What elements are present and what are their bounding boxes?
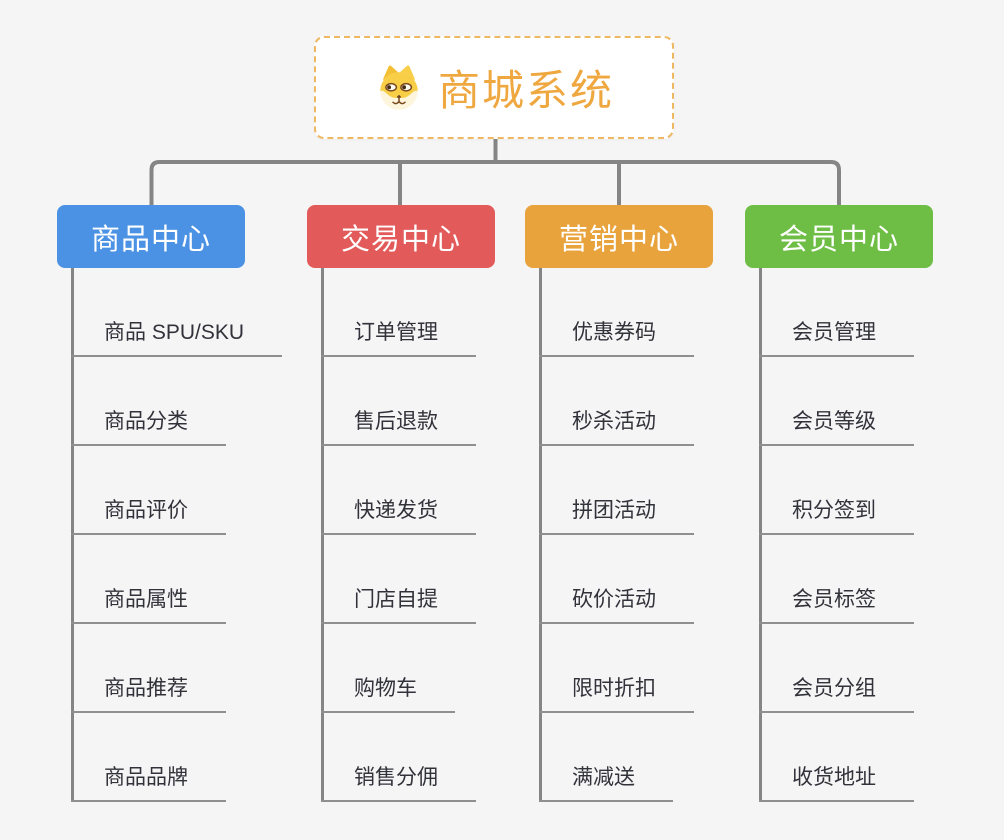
- root-title: 商城系统: [437, 67, 614, 114]
- tree-node[interactable]: 商品 SPU/SKU: [71, 318, 283, 357]
- tree-node[interactable]: 优惠券码: [539, 318, 694, 357]
- branch-marketing-center: 营销中心 优惠券码 秒杀活动 拼团活动 砍价活动 限时折扣 满减送: [525, 205, 785, 802]
- tree-node[interactable]: 会员等级: [759, 407, 914, 446]
- tree-node[interactable]: 会员标签: [759, 585, 914, 624]
- branch-spine: [759, 268, 762, 802]
- tree-node[interactable]: 拼团活动: [539, 496, 694, 535]
- tree-node[interactable]: 购物车: [321, 674, 455, 713]
- tree-node[interactable]: 积分签到: [759, 496, 914, 535]
- branch-header-product[interactable]: 商品中心: [57, 205, 245, 268]
- tree-node[interactable]: 商品分类: [71, 407, 226, 446]
- branch-product-center: 商品中心 商品 SPU/SKU 商品分类 商品评价 商品属性 商品推荐 商品品牌: [57, 205, 317, 802]
- tree-node[interactable]: 快递发货: [321, 496, 476, 535]
- tree-node[interactable]: 限时折扣: [539, 674, 694, 713]
- tree-node[interactable]: 商品属性: [71, 585, 226, 624]
- tree-node[interactable]: 收货地址: [759, 763, 914, 802]
- branch-spine: [539, 268, 542, 802]
- tree-node[interactable]: 门店自提: [321, 585, 476, 624]
- tree-node[interactable]: 商品推荐: [71, 674, 226, 713]
- tree-node[interactable]: 销售分佣: [321, 763, 476, 802]
- tree-node[interactable]: 砍价活动: [539, 585, 694, 624]
- branch-trade-center: 交易中心 订单管理 售后退款 快递发货 门店自提 购物车 销售分佣: [307, 205, 567, 802]
- tree-node[interactable]: 会员管理: [759, 318, 914, 357]
- branch-header-trade[interactable]: 交易中心: [307, 205, 495, 268]
- branch-header-member[interactable]: 会员中心: [745, 205, 933, 268]
- tree-node[interactable]: 售后退款: [321, 407, 476, 446]
- branch-spine: [71, 268, 74, 802]
- branch-member-center: 会员中心 会员管理 会员等级 积分签到 会员标签 会员分组 收货地址: [745, 205, 1004, 802]
- branch-spine: [321, 268, 324, 802]
- tree-node[interactable]: 商品评价: [71, 496, 226, 535]
- tree-node[interactable]: 订单管理: [321, 318, 476, 357]
- tree-node[interactable]: 秒杀活动: [539, 407, 694, 446]
- tree-node[interactable]: 商品品牌: [71, 763, 226, 802]
- branch-header-marketing[interactable]: 营销中心: [525, 205, 713, 268]
- tree-node[interactable]: 满减送: [539, 763, 673, 802]
- doge-icon: [380, 65, 418, 110]
- root-node[interactable]: 商城系统: [314, 36, 674, 139]
- tree-node[interactable]: 会员分组: [759, 674, 914, 713]
